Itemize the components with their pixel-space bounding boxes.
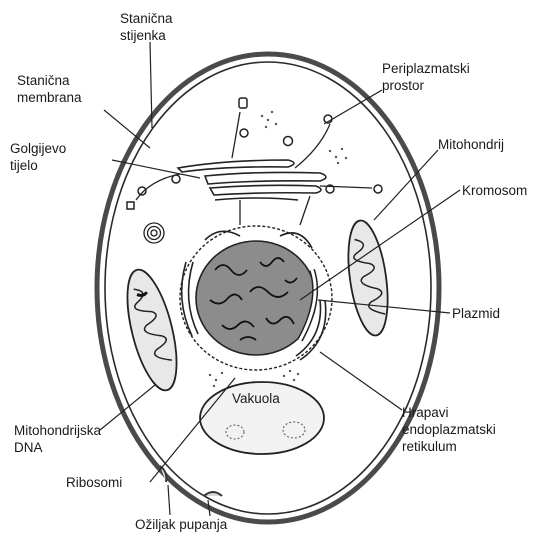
- label-mitohondrij: Mitohondrij: [438, 136, 504, 153]
- label-line: stijenka: [120, 27, 173, 44]
- label-stanicna-membrana: Stanična membrana: [17, 72, 82, 106]
- label-line: endoplazmatski: [402, 421, 496, 438]
- label-line: Mitohondrijska: [14, 422, 101, 439]
- mitochondrion-right: [342, 218, 394, 338]
- label-ribosomi: Ribosomi: [66, 474, 122, 491]
- label-periplazmatski-prostor: Periplazmatski prostor: [382, 60, 470, 94]
- bud-scar: [204, 492, 222, 496]
- mitochondrion-left: [118, 265, 187, 395]
- label-oziljak-pupanja: Ožiljak pupanja: [135, 516, 227, 533]
- golgi-body: [178, 160, 326, 200]
- transport-arrows: [136, 112, 372, 225]
- label-hrapavi-er: Hrapavi endoplazmatski retikulum: [402, 404, 496, 455]
- label-mitohondrijska-dna: Mitohondrijska DNA: [14, 422, 101, 456]
- label-line: prostor: [382, 77, 470, 94]
- label-line: Hrapavi: [402, 404, 496, 421]
- label-kromosom: Kromosom: [462, 182, 527, 199]
- label-golgijevo-tijelo: Golgijevo tijelo: [10, 140, 66, 174]
- label-line: membrana: [17, 89, 82, 106]
- label-line: DNA: [14, 439, 101, 456]
- label-line: Stanična: [17, 72, 82, 89]
- spiral-vesicle: [144, 223, 164, 243]
- label-vakuola: Vakuola: [232, 390, 280, 407]
- label-line: tijelo: [10, 157, 66, 174]
- label-line: Stanična: [120, 10, 173, 27]
- label-stanicna-stijenka: Stanična stijenka: [120, 10, 173, 44]
- label-line: Periplazmatski: [382, 60, 470, 77]
- label-line: retikulum: [402, 438, 496, 455]
- label-line: Golgijevo: [10, 140, 66, 157]
- label-plazmid: Plazmid: [452, 305, 500, 322]
